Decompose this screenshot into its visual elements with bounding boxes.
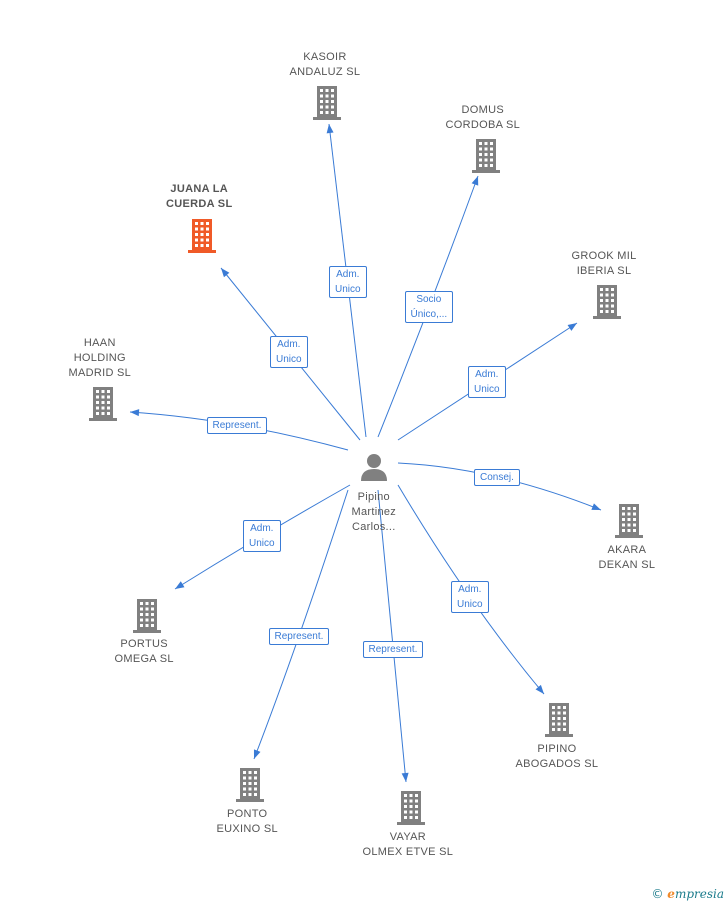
company-label-juana[interactable]: JUANA LA CUERDA SL	[166, 182, 232, 212]
relation-label-ponto[interactable]: Represent.	[268, 627, 330, 645]
building-icon-pipino[interactable]	[545, 703, 573, 737]
company-name-line: ABOGADOS SL	[515, 758, 599, 770]
company-name-line: HAAN	[83, 337, 116, 349]
building-icon-portus[interactable]	[133, 599, 161, 633]
person-name-line: Carlos...	[351, 521, 396, 533]
relation-label-grook[interactable]: Adm. Unico	[468, 366, 506, 398]
company-label-portus[interactable]: PORTUS OMEGA SL	[115, 637, 174, 667]
icons	[89, 86, 643, 825]
building-icon-grook[interactable]	[593, 285, 621, 319]
building-icon-juana[interactable]	[188, 219, 216, 253]
person-icon[interactable]	[361, 454, 387, 481]
relation-line: Adm.	[475, 369, 499, 380]
relation-label-haan[interactable]: Represent.	[206, 416, 268, 434]
relation-line: Adm.	[336, 269, 360, 280]
relation-line: Adm.	[250, 523, 274, 534]
company-name-line: KASOIR	[303, 51, 347, 63]
company-label-vayar[interactable]: VAYAR OLMEX ETVE SL	[363, 830, 454, 860]
relation-line: Unico	[457, 599, 483, 610]
copyright-icon: ©	[651, 887, 664, 901]
company-label-pipino[interactable]: PIPINO ABOGADOS SL	[516, 742, 599, 772]
company-name-line: CUERDA SL	[166, 198, 233, 210]
company-label-ponto[interactable]: PONTO EUXINO SL	[217, 807, 278, 837]
building-icon-vayar[interactable]	[397, 791, 425, 825]
company-label-akara[interactable]: AKARA DEKAN SL	[599, 543, 656, 573]
relation-label-portus[interactable]: Adm. Unico	[243, 520, 281, 552]
company-name-line: EUXINO SL	[216, 823, 278, 835]
company-label-grook[interactable]: GROOK MIL IBERIA SL	[572, 249, 637, 279]
company-name-line: PORTUS	[120, 638, 168, 650]
person-name-line: Martinez	[351, 506, 397, 518]
company-name-line: AKARA	[607, 544, 647, 556]
relation-label-juana[interactable]: Adm. Unico	[270, 336, 308, 368]
relation-line: Represent.	[212, 419, 262, 431]
company-name-line: PONTO	[226, 808, 268, 820]
edge-akara-arrowhead	[591, 503, 601, 510]
company-label-domus[interactable]: DOMUS CORDOBA SL	[446, 103, 521, 133]
building-icon-domus[interactable]	[472, 139, 500, 173]
relation-line: Unico	[474, 384, 500, 395]
relation-line: Represent.	[368, 643, 418, 655]
relation-line: Consej.	[480, 471, 514, 483]
edge-pipino-arrowhead	[535, 684, 544, 694]
company-name-line: DOMUS	[461, 104, 504, 116]
company-name-line: ANDALUZ SL	[289, 66, 361, 78]
relation-label-vayar[interactable]: Represent.	[362, 640, 424, 658]
edge-juana-arrowhead	[221, 268, 230, 278]
edge-vayar-arrowhead	[401, 772, 409, 782]
relation-line: Adm.	[277, 339, 301, 350]
company-name-line: OMEGA SL	[114, 653, 174, 665]
relation-line: Unico	[335, 284, 361, 295]
edge-domus-arrowhead	[471, 176, 479, 186]
company-name-line: MADRID SL	[68, 367, 132, 379]
relation-line: Socio	[416, 294, 442, 305]
building-icon-ponto[interactable]	[236, 768, 264, 802]
edge-kasoir-arrowhead	[326, 124, 334, 134]
relation-label-akara[interactable]: Consej.	[474, 468, 520, 486]
building-icon-haan[interactable]	[89, 387, 117, 421]
edge-ponto-arrowhead	[253, 749, 261, 759]
relation-label-pipino[interactable]: Adm. Unico	[451, 581, 489, 613]
building-icon-kasoir[interactable]	[313, 86, 341, 120]
company-name-line: DEKAN SL	[598, 559, 656, 571]
relation-line: Unico	[276, 354, 302, 365]
building-icon-akara[interactable]	[615, 504, 643, 538]
brand-logo-text: mpresia	[674, 887, 724, 901]
company-name-line: IBERIA SL	[576, 265, 632, 277]
brand-footer: © empresia	[651, 887, 724, 901]
edge-grook-arrowhead	[567, 323, 577, 331]
edge-haan-arrowhead	[130, 409, 140, 417]
relation-line: Único,...	[410, 309, 448, 320]
company-name-line: HOLDING	[73, 352, 126, 364]
relation-line: Adm.	[458, 584, 482, 595]
company-name-line: OLMEX ETVE SL	[362, 846, 454, 858]
relation-line: Unico	[249, 538, 275, 549]
company-name-line: JUANA LA	[170, 183, 229, 195]
company-name-line: PIPINO	[537, 743, 577, 755]
company-label-haan[interactable]: HAAN HOLDING MADRID SL	[69, 336, 132, 381]
edge-portus-arrowhead	[175, 581, 185, 589]
relation-label-kasoir[interactable]: Adm. Unico	[329, 266, 367, 298]
person-name-line: Pipino	[357, 491, 390, 503]
company-name-line: VAYAR	[389, 831, 427, 843]
brand-logo-e: e	[667, 887, 675, 901]
company-name-line: GROOK MIL	[571, 250, 637, 262]
company-label-kasoir[interactable]: KASOIR ANDALUZ SL	[290, 50, 361, 80]
relation-line: Represent.	[274, 630, 324, 642]
company-name-line: CORDOBA SL	[445, 119, 521, 131]
